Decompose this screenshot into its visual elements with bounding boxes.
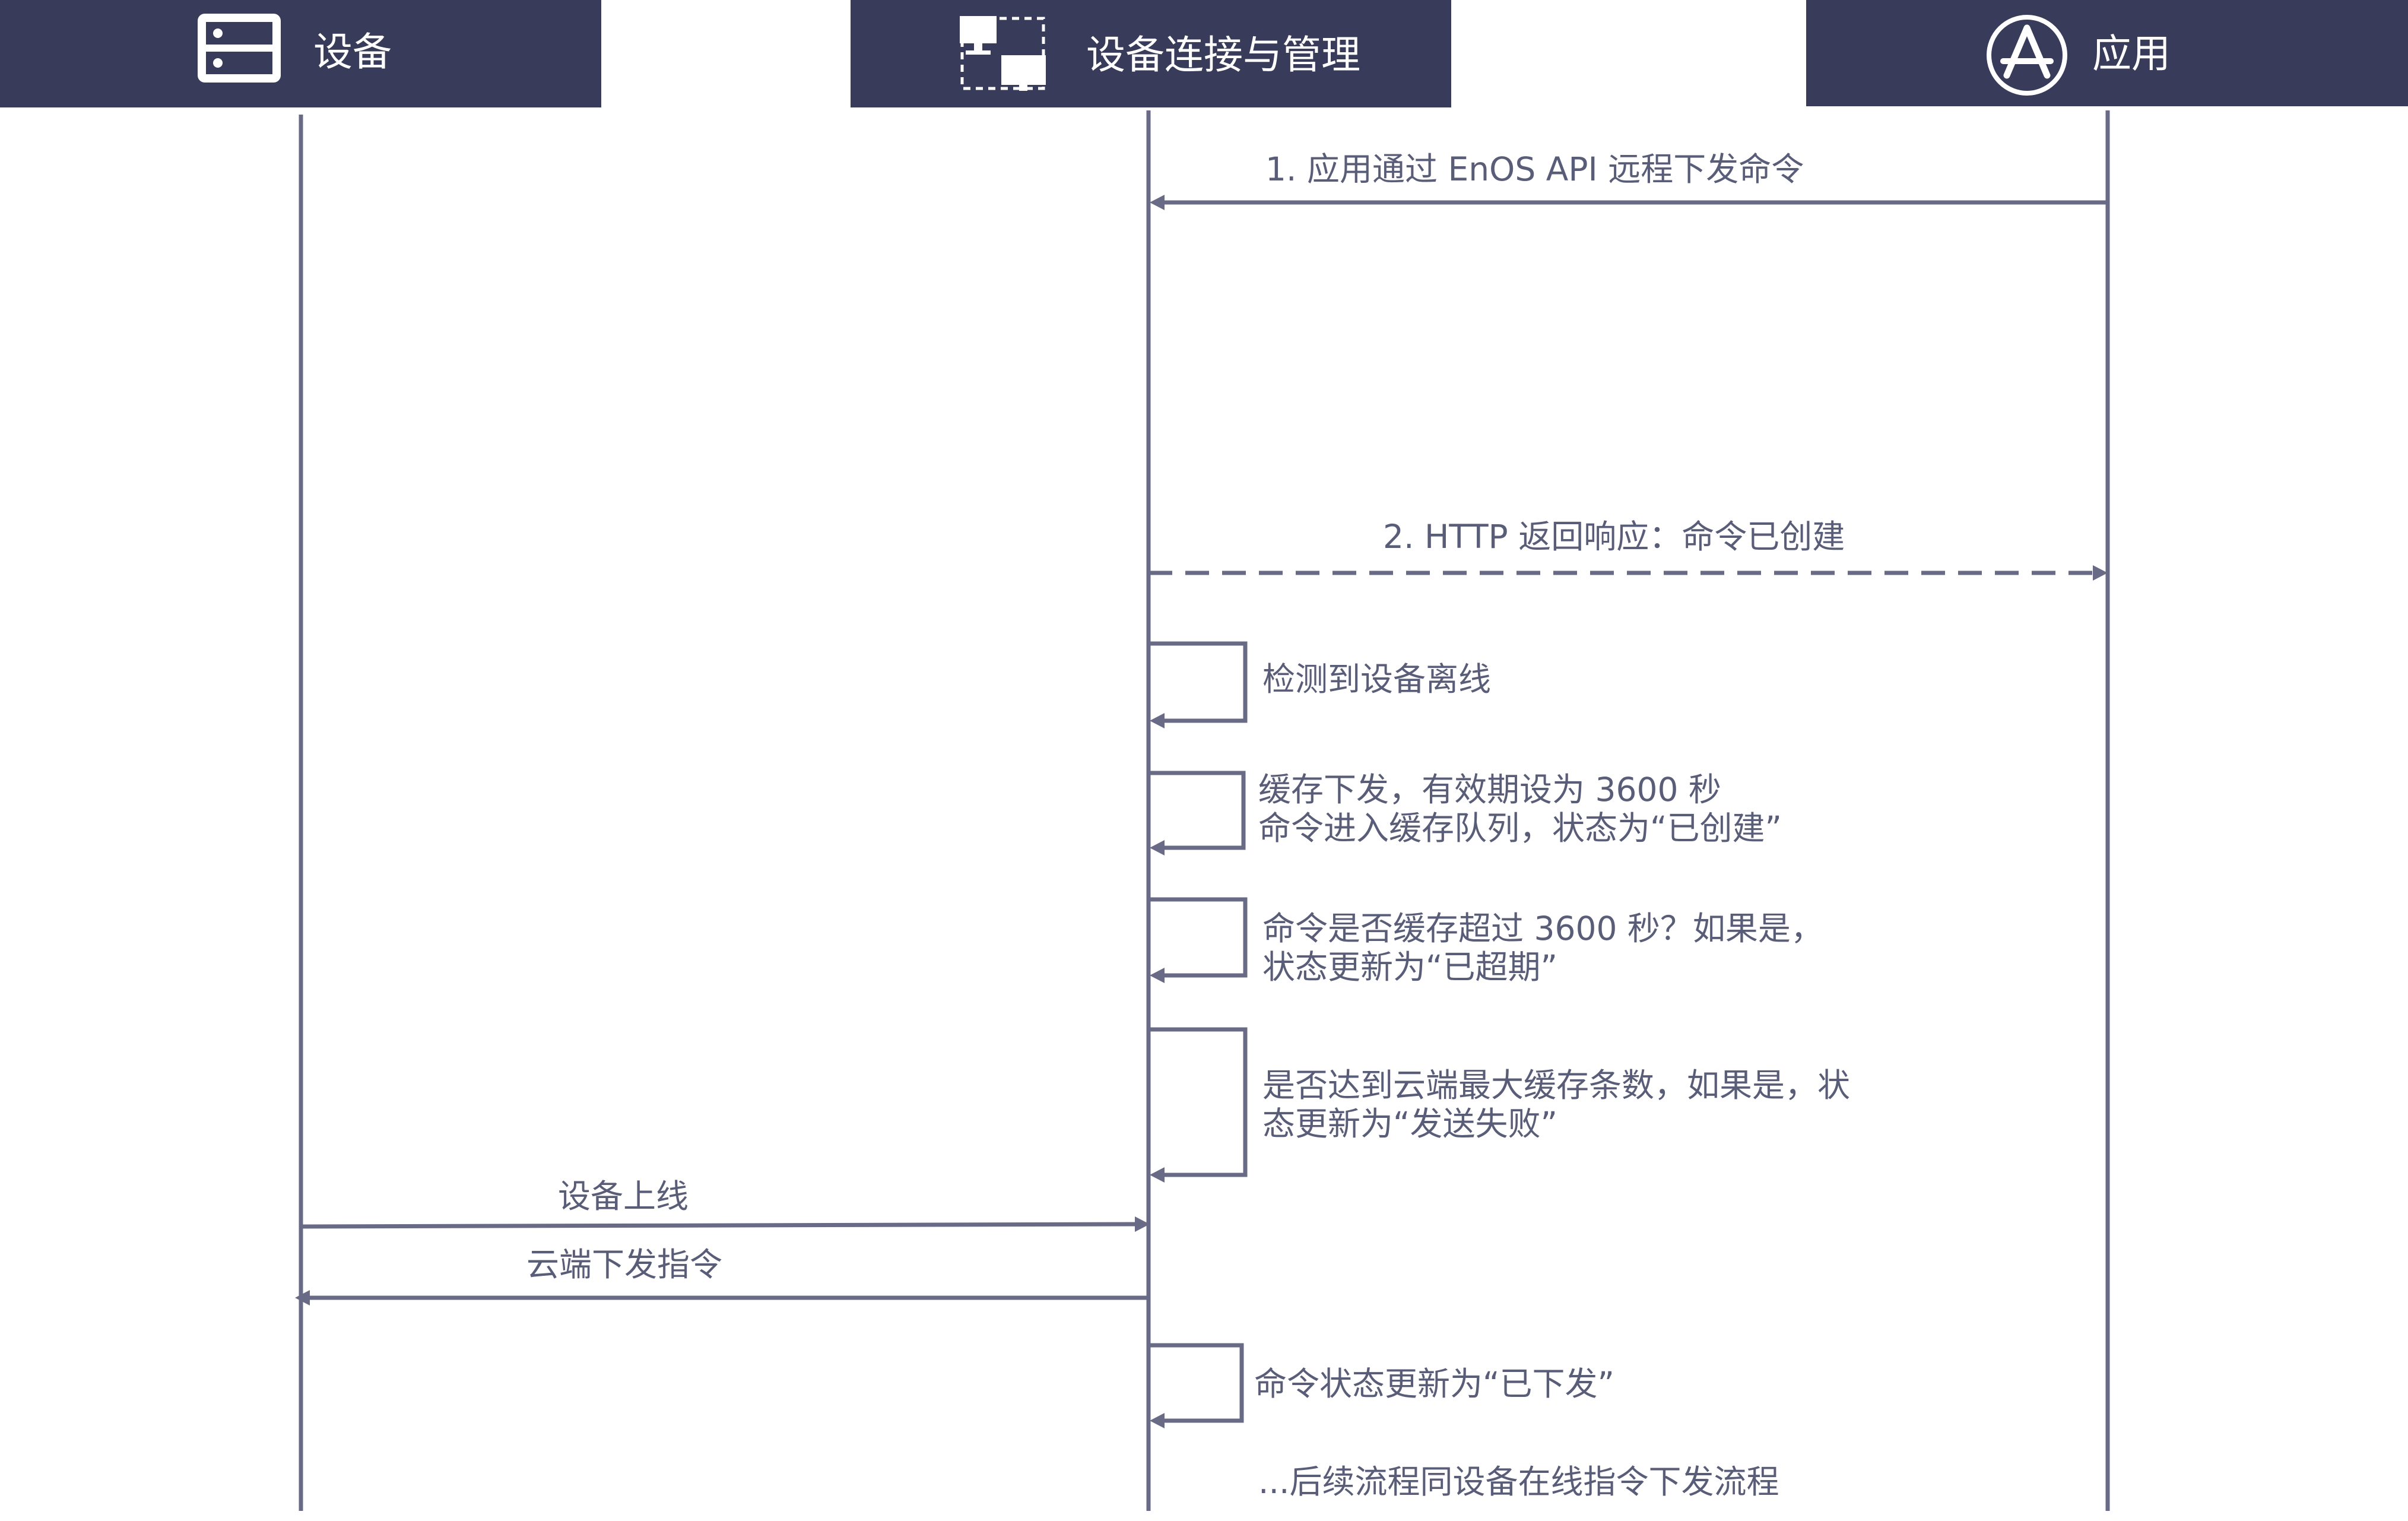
message-label-m4-line2: 命令进入缓存队列，状态为“已创建” xyxy=(1258,809,1782,847)
arrowhead-m6 xyxy=(1150,1167,1165,1183)
loop-m3 xyxy=(1149,641,1248,723)
arrowhead-m2 xyxy=(2093,565,2108,581)
arrowhead-m8 xyxy=(295,1290,310,1305)
app-store-icon xyxy=(1987,15,2067,96)
message-label-m5-line1: 命令是否缓存超过 3600 秒？如果是， xyxy=(1262,910,1823,948)
message-label-m6-line1: 是否达到云端最大缓存条数，如果是，状 xyxy=(1262,1066,1851,1104)
message-label-m10: ...后续流程同设备在线指令下发流程 xyxy=(1258,1463,1779,1501)
loop-m9 xyxy=(1149,1343,1244,1423)
arrowhead-m9 xyxy=(1150,1413,1165,1428)
lane-label-device: 设备 xyxy=(313,29,392,75)
loop-m5 xyxy=(1149,897,1248,978)
message-label-m8: 云端下发指令 xyxy=(526,1246,723,1284)
message-label-m1: 1. 应用通过 EnOS API 远程下发命令 xyxy=(1265,150,1804,188)
message-label-m9: 命令状态更新为“已下发” xyxy=(1254,1365,1614,1403)
lane-label-application: 应用 xyxy=(2092,31,2171,77)
lane-header-device: 设备 xyxy=(0,0,601,107)
loop-m4 xyxy=(1149,771,1246,850)
network-devices-icon xyxy=(960,16,1046,91)
arrow-m7 xyxy=(300,1222,1137,1229)
message-label-m2: 2. HTTP 返回响应：命令已创建 xyxy=(1383,518,1845,556)
arrowhead-m5 xyxy=(1150,968,1165,983)
lane-header-application: 应用 xyxy=(1806,0,2408,106)
loop-m6 xyxy=(1149,1027,1248,1177)
arrowhead-m1 xyxy=(1150,195,1165,210)
arrowhead-m3 xyxy=(1150,713,1165,728)
message-label-m5-line2: 状态更新为“已超期” xyxy=(1262,948,1557,986)
arrowhead-m7 xyxy=(1135,1216,1150,1232)
lane-label-connection: 设备连接与管理 xyxy=(1086,32,1360,78)
lane-header-connection: 设备连接与管理 xyxy=(851,0,1451,107)
message-label-m7: 设备上线 xyxy=(558,1177,689,1215)
message-label-m6-line2: 态更新为“发送失败” xyxy=(1262,1105,1557,1143)
server-icon xyxy=(198,14,281,83)
message-label-m4-line1: 缓存下发，有效期设为 3600 秒 xyxy=(1258,771,1721,809)
arrowhead-m4 xyxy=(1150,840,1165,855)
message-label-m3: 检测到设备离线 xyxy=(1262,660,1492,698)
